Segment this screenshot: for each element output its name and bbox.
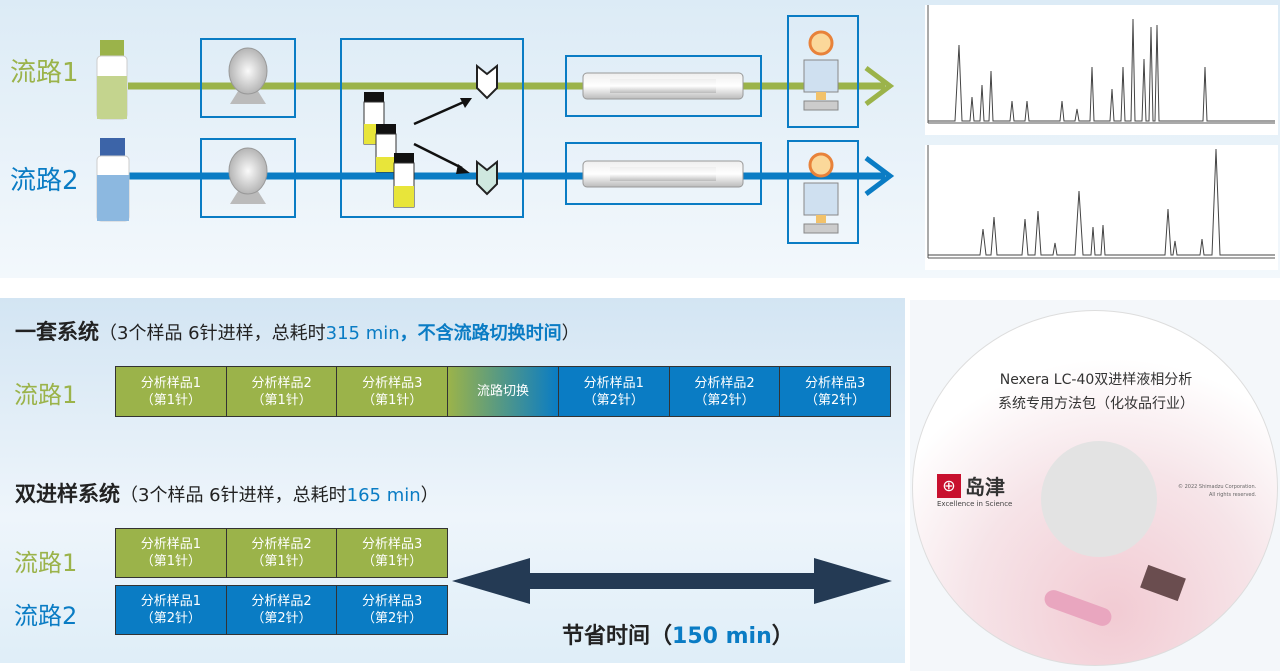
injection-valve-2-icon <box>476 159 498 196</box>
disc-area: Nexera LC-40双进样液相分析 系统专用方法包（化妆品行业） ⊕ 岛津 … <box>910 300 1280 671</box>
chromatogram-2 <box>925 145 1278 270</box>
timeline-cell: 分析样品3（第2针） <box>780 367 891 416</box>
disc-title-line1: Nexera LC-40双进样液相分析 <box>999 372 1193 388</box>
paren: ） <box>561 323 580 344</box>
column-1-box <box>565 55 762 117</box>
paren: ） <box>420 485 439 506</box>
disc-copyright: © 2022 Shimadzu Corporation.All rights r… <box>1178 484 1257 498</box>
solvent-bottle-2-icon <box>96 138 130 222</box>
solvent-bottle-1-icon <box>96 40 128 120</box>
disc-title-line2: 系统专用方法包（化妆品行业） <box>998 396 1194 412</box>
detector-1-box <box>787 15 859 128</box>
timeline-cell: 分析样品1（第1针） <box>116 529 227 577</box>
dual-system-time: 165 min <box>346 485 421 506</box>
pump-1-box <box>200 38 296 118</box>
cosmetics-image <box>1140 564 1186 602</box>
dual-row2-label: 流路2 <box>14 602 78 630</box>
timeline-cell: 分析样品1（第2针） <box>558 367 670 416</box>
dual-row1-timeline: 分析样品1（第1针） 分析样品2（第1针） 分析样品3（第1针） <box>115 528 448 578</box>
detector-1-icon <box>803 30 839 111</box>
injection-valve-1-icon <box>476 63 498 100</box>
comparison-panel: 一套系统（3个样品 6针进样，总耗时315 min，不含流路切换时间） 流路1 … <box>0 298 905 663</box>
timeline-cell-switch: 流路切换 <box>448 367 559 416</box>
flow-schematic <box>96 30 895 234</box>
disc-center-hole <box>1041 441 1157 557</box>
autosampler-box <box>340 38 524 218</box>
flow1-label: 流路1 <box>10 58 79 88</box>
flow2-label: 流路2 <box>10 166 79 196</box>
dual-row2-timeline: 分析样品1（第2针） 分析样品2（第2针） 分析样品3（第2针） <box>115 585 448 635</box>
timeline-cell: 分析样品1（第1针） <box>116 367 227 416</box>
single-row-label: 流路1 <box>14 381 78 409</box>
flow-diagram: 流路1 流路2 <box>0 0 1280 278</box>
flow2-arrowhead-icon <box>864 156 895 196</box>
paren: （ <box>99 323 117 344</box>
single-system-detail: 3个样品 6针进样，总耗时 <box>117 323 326 344</box>
shimadzu-logo: ⊕ 岛津 Excellence in Science <box>937 473 1013 508</box>
inject-arrow-1-icon <box>413 99 467 126</box>
timeline-cell: 分析样品3（第1针） <box>337 529 448 577</box>
method-package-disc: Nexera LC-40双进样液相分析 系统专用方法包（化妆品行业） ⊕ 岛津 … <box>912 310 1278 666</box>
column-1-icon <box>582 72 744 100</box>
dual-system-title-main: 双进样系统 <box>15 482 120 506</box>
pump-2-box <box>200 138 296 218</box>
single-system-timeline: 分析样品1（第1针） 分析样品2（第1针） 分析样品3（第1针） 流路切换 分析… <box>115 366 891 417</box>
single-system-note: ，不含流路切换时间 <box>399 323 562 344</box>
timeline-cell: 分析样品1（第2针） <box>116 586 227 634</box>
timeline-cell: 分析样品3（第1针） <box>337 367 449 416</box>
shimadzu-logo-icon: ⊕ <box>937 473 961 498</box>
dual-system-title: 双进样系统（3个样品 6针进样，总耗时165 min） <box>15 478 439 508</box>
detector-2-box <box>787 140 859 244</box>
detector-2-icon <box>803 152 839 234</box>
column-2-icon <box>582 160 744 188</box>
dual-system-detail: 3个样品 6针进样，总耗时 <box>138 485 347 506</box>
pump-2-icon <box>228 147 268 204</box>
single-system-title: 一套系统（3个样品 6针进样，总耗时315 min，不含流路切换时间） <box>15 316 580 346</box>
timeline-cell: 分析样品2（第2针） <box>226 586 338 634</box>
flow1-arrowhead-icon <box>864 66 895 106</box>
column-2-box <box>565 142 762 205</box>
disc-tagline: Excellence in Science <box>937 500 1013 508</box>
pump-1-icon <box>228 47 268 104</box>
single-system-time: 315 min <box>325 323 400 344</box>
inject-arrow-2-icon <box>413 142 463 170</box>
paren: （ <box>120 485 138 506</box>
double-arrow-icon <box>452 558 892 604</box>
chromatogram-1 <box>925 5 1278 135</box>
time-saving-label: 节省时间（150 min） <box>562 624 794 649</box>
sample-vial-icons <box>363 92 415 208</box>
timeline-cell: 分析样品2（第2针） <box>669 367 781 416</box>
dual-row1-label: 流路1 <box>14 549 78 577</box>
single-system-title-main: 一套系统 <box>15 320 99 344</box>
timeline-cell: 分析样品3（第2针） <box>337 586 448 634</box>
timeline-cell: 分析样品2（第1针） <box>226 367 338 416</box>
lipstick-image <box>1042 587 1114 629</box>
timeline-cell: 分析样品2（第1针） <box>226 529 338 577</box>
